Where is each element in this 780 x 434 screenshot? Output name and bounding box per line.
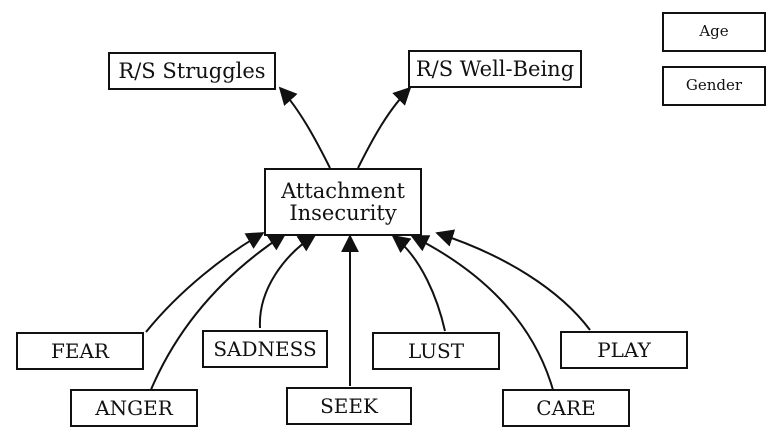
sadness-box: SADNESS: [202, 330, 328, 368]
gender-label: Gender: [685, 76, 743, 95]
arrow-care-to-attachment: [410, 235, 554, 391]
seek-box: SEEK: [286, 387, 412, 425]
arrow-anger-to-attachment: [149, 233, 287, 393]
attachment-label-line1: Attachment: [281, 178, 405, 203]
play-label: PLAY: [597, 337, 651, 362]
arrow-fear-to-attachment: [145, 232, 265, 333]
lust-box: LUST: [372, 332, 500, 370]
fear-box: FEAR: [16, 332, 144, 370]
rs-struggles-box: R/S Struggles: [108, 52, 276, 90]
age-label: Age: [699, 22, 729, 41]
care-box: CARE: [502, 389, 630, 427]
fear-label: FEAR: [51, 338, 109, 363]
rs-struggles-label: R/S Struggles: [118, 58, 266, 83]
care-label: CARE: [536, 395, 596, 420]
arrow-lust-to-attachment: [391, 234, 446, 332]
seek-label: SEEK: [320, 393, 378, 418]
attachment-label-line2: Insecurity: [289, 201, 397, 225]
attachment-insecurity-box: Attachment Insecurity: [264, 168, 422, 236]
rs-wellbeing-label: R/S Well-Being: [415, 56, 575, 81]
anger-box: ANGER: [70, 389, 198, 427]
rs-wellbeing-box: R/S Well-Being: [408, 50, 582, 88]
play-box: PLAY: [560, 331, 688, 369]
anger-label: ANGER: [95, 395, 173, 420]
arrow-sadness-to-attachment: [258, 234, 317, 329]
age-box: Age: [662, 12, 766, 52]
arrow-attachment-to-rs-struggles: [278, 86, 331, 169]
lust-label: LUST: [407, 338, 465, 363]
sadness-label: SADNESS: [213, 336, 317, 361]
gender-box: Gender: [662, 66, 766, 106]
arrow-attachment-to-rs-wellbeing: [357, 86, 412, 169]
arrow-play-to-attachment: [435, 229, 591, 331]
